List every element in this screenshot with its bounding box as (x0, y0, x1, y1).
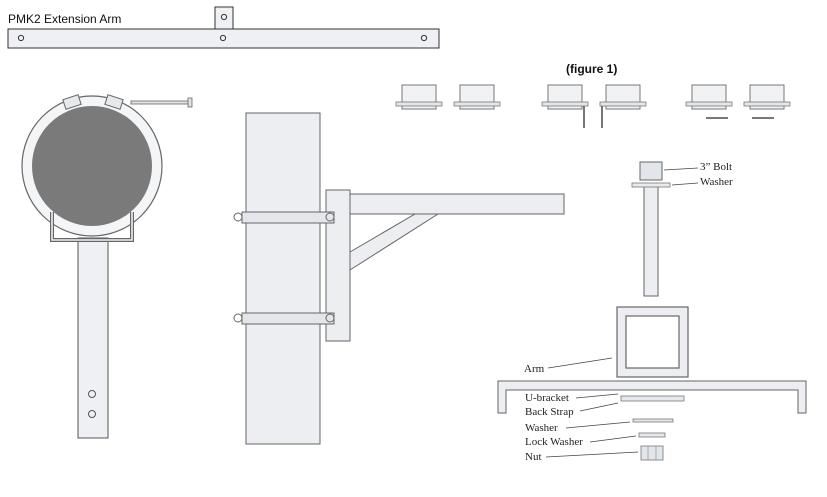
label-washer-top: Washer (700, 176, 733, 188)
extension-bar (7, 6, 440, 49)
label-back-strap: Back Strap (525, 406, 574, 418)
hardware-parts: U-bracket Back Strap Washer Lock Washer … (525, 392, 685, 463)
bolt-clip-left (62, 94, 82, 110)
u-bracket (497, 380, 807, 414)
label-nut: Nut (525, 451, 542, 463)
label-lock-washer: Lock Washer (525, 436, 583, 448)
sign-front-view (21, 94, 193, 439)
label-u-bracket: U-bracket (525, 392, 569, 404)
bracket-pair-2 (541, 84, 647, 128)
figure-brackets (395, 84, 791, 128)
loose-bolt (130, 97, 193, 108)
band-strap-lower (233, 312, 335, 325)
diagram-title: PMK2 Extension Arm (8, 12, 122, 26)
band-strap-upper (233, 211, 335, 224)
bolt-clip-right (104, 94, 124, 110)
arm-cross-section: Arm (524, 306, 689, 378)
label-bolt: 3” Bolt (700, 161, 732, 173)
bolt-assembly: 3” Bolt Washer (631, 161, 733, 297)
pole-side-view (233, 112, 565, 445)
label-washer: Washer (525, 422, 558, 434)
figure-label: (figure 1) (566, 62, 618, 76)
bracket-pair-1 (395, 84, 501, 110)
bracket-pair-3 (685, 84, 791, 119)
label-arm: Arm (524, 363, 545, 375)
